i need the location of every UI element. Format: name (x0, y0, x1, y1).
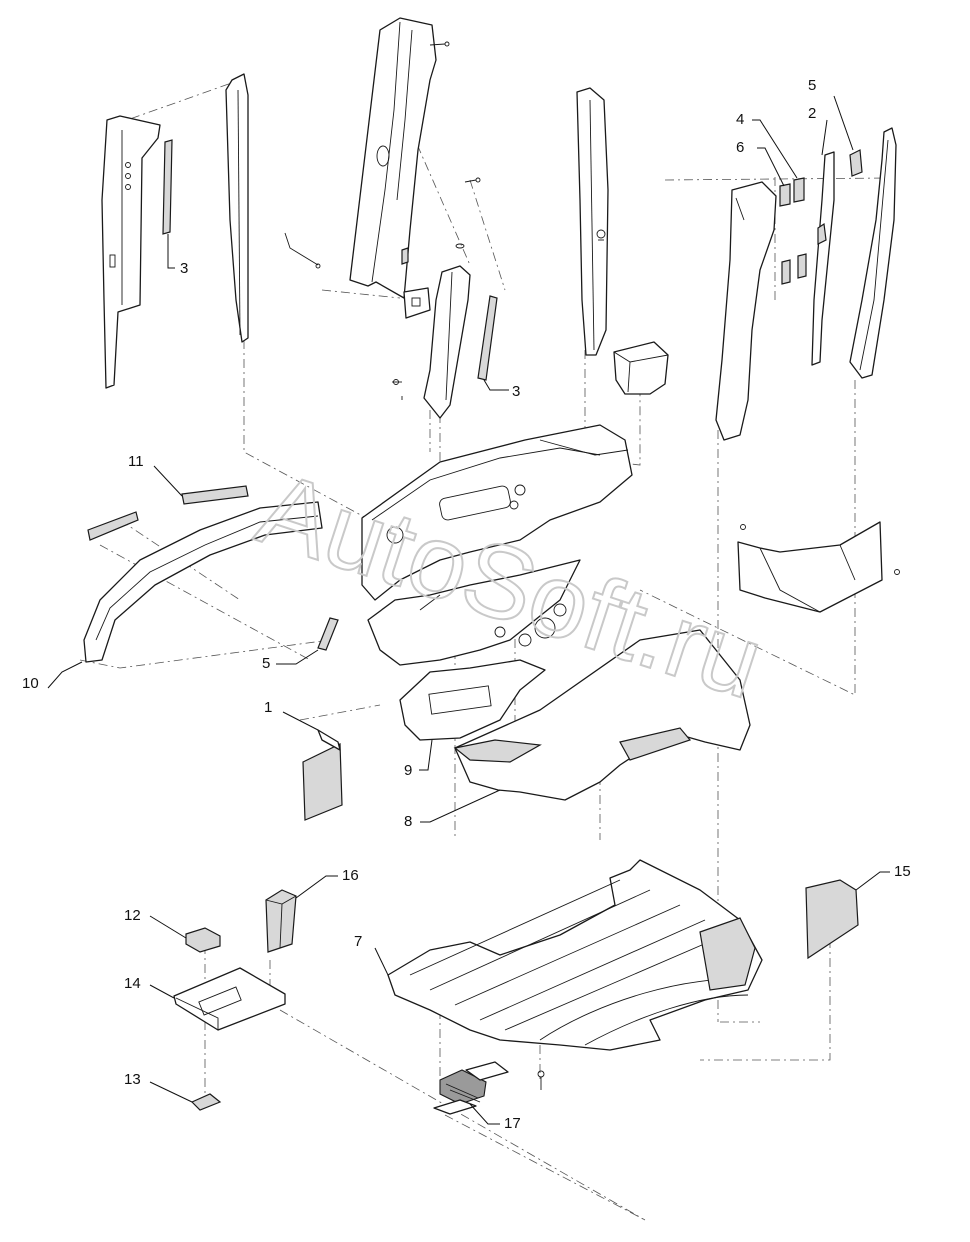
dashboard-panel (361, 424, 633, 601)
callout-5-right: 5 (808, 77, 816, 94)
callout-13: 13 (124, 1071, 141, 1088)
callout-leaders (47, 95, 890, 1125)
callout-3-left: 3 (180, 260, 188, 277)
callout-4: 4 (736, 111, 744, 128)
storage-cup (613, 341, 669, 395)
pad-5-lower (317, 617, 339, 651)
callout-5-lower: 5 (262, 655, 270, 672)
bracket-center (401, 247, 431, 319)
clip-left (284, 232, 321, 269)
callout-15: 15 (894, 863, 911, 880)
callout-9: 9 (404, 762, 412, 779)
pillar-trim-right-outer (849, 127, 897, 379)
connector-17 (433, 1061, 509, 1115)
callout-1: 1 (264, 699, 272, 716)
pillar-trim-right-center (576, 87, 609, 356)
callout-7: 7 (354, 933, 362, 950)
strip-left (87, 511, 139, 541)
callout-12: 12 (124, 907, 141, 924)
callout-8: 8 (404, 813, 412, 830)
panel-15 (805, 879, 859, 960)
mat-9 (399, 659, 546, 741)
callout-3-center: 3 (512, 383, 520, 400)
weatherstrip-3-center (477, 295, 498, 381)
clip-right-mid (817, 222, 827, 245)
clip-5-right (849, 149, 863, 177)
plate-14 (173, 967, 286, 1031)
part-12 (185, 927, 221, 953)
callout-11: 11 (128, 453, 144, 470)
callout-10: 10 (22, 675, 39, 692)
mat-8 (453, 629, 751, 801)
pad-4 (793, 177, 805, 203)
callout-14: 14 (124, 975, 141, 992)
callout-16: 16 (342, 867, 359, 884)
screw-center-top (429, 41, 450, 47)
floor-mat-7 (387, 859, 763, 1051)
callout-6: 6 (736, 139, 744, 156)
pillar-trim-right-large (715, 181, 777, 441)
callout-2: 2 (808, 105, 816, 122)
pillar-trim-right-thin-2 (811, 151, 835, 366)
dashboard-lower-panel (367, 559, 581, 666)
pad-6 (779, 183, 791, 207)
pads-lower (781, 253, 807, 285)
center-pillar-panel-small (423, 265, 471, 419)
screw-tray-left (740, 524, 746, 530)
screw-center-lower (392, 379, 403, 400)
strip-11 (181, 485, 249, 505)
pillar-trim-left-inner (225, 73, 249, 343)
callout-labels: 1 2 3 3 4 5 5 6 7 8 9 10 11 12 13 14 15 … (22, 77, 911, 1132)
callout-17: 17 (504, 1115, 521, 1132)
clip-right-pillar (596, 229, 606, 241)
side-roll-10 (83, 501, 323, 663)
part-16 (265, 889, 297, 953)
bracket-13 (190, 1093, 222, 1111)
center-pillar-panel-large (349, 17, 437, 299)
screw-tray-right (894, 569, 900, 575)
pin-center (455, 243, 465, 249)
screw-center-mid (464, 177, 481, 183)
rear-tray (737, 521, 883, 613)
weatherstrip-3-left (162, 139, 173, 235)
bolt-17 (537, 1070, 545, 1090)
panel-1 (302, 729, 343, 821)
pillar-trim-left-outer (101, 115, 161, 389)
